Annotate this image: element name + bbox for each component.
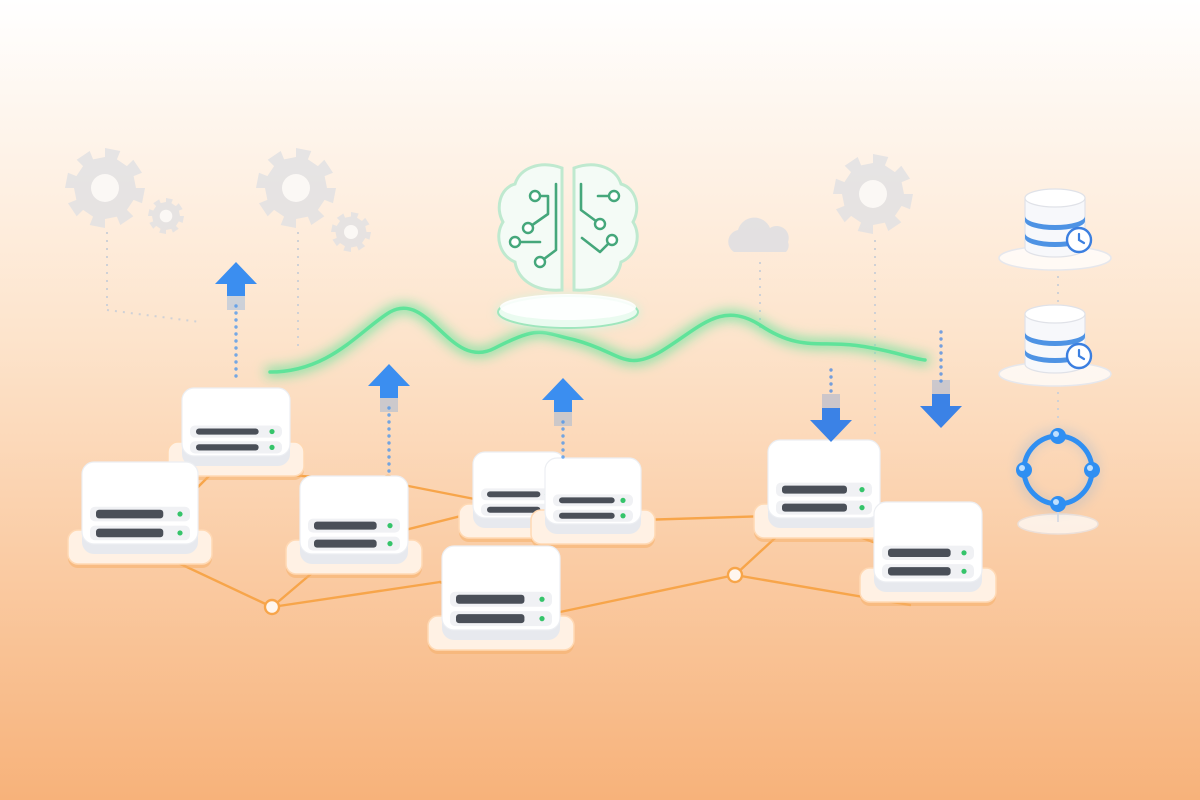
gear-icon <box>331 212 371 252</box>
background-decor <box>65 148 913 440</box>
gear-icon <box>148 198 184 234</box>
upload-arrow-icon <box>368 364 410 473</box>
upload-arrow-icon <box>215 262 257 378</box>
storage-stack <box>998 188 1112 535</box>
ai-brain <box>497 163 639 329</box>
server-icon <box>530 457 656 548</box>
brain-circuit-icon <box>497 163 639 292</box>
sync-ring-icon <box>1016 428 1100 535</box>
server-cluster <box>67 387 997 654</box>
gear-icon <box>833 154 913 234</box>
data-transfer-arrows <box>215 262 962 473</box>
gear-icon <box>65 148 145 228</box>
server-icon <box>859 501 997 606</box>
server-icon <box>67 461 213 568</box>
database-clock-icon <box>998 188 1112 271</box>
server-icon <box>753 439 895 542</box>
cloud-icon <box>728 217 789 252</box>
server-icon <box>427 545 575 654</box>
download-arrow-icon <box>920 330 962 428</box>
neural-wave <box>268 306 927 374</box>
gear-icon <box>256 148 336 228</box>
neural-signal <box>263 301 932 379</box>
server-icon <box>285 475 423 578</box>
database-clock-icon <box>998 304 1112 387</box>
download-arrow-icon <box>810 368 852 442</box>
server-icon <box>167 387 305 480</box>
upload-arrow-icon <box>542 378 584 459</box>
